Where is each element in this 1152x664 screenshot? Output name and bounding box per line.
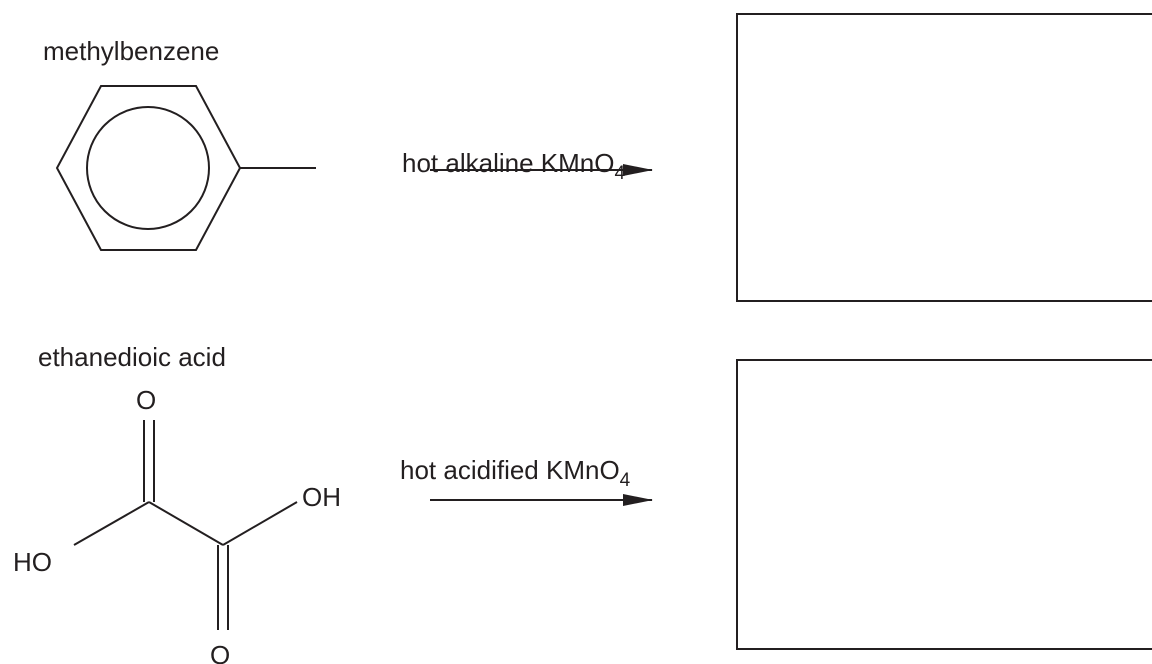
c-oh-bond-left bbox=[73, 501, 150, 546]
atom-label-oh: OH bbox=[302, 482, 341, 512]
benzene-ring bbox=[55, 85, 242, 251]
c-oh-bond-right bbox=[222, 501, 298, 546]
reactant-name-ethanedioic-acid: ethanedioic acid bbox=[38, 342, 226, 372]
reagent-2-text: hot acidified KMnO bbox=[400, 455, 620, 485]
reactant-name-methylbenzene: methylbenzene bbox=[43, 36, 220, 66]
reagent-1-text: hot alkaline KMnO bbox=[402, 148, 615, 178]
answer-box-2[interactable] bbox=[736, 359, 1152, 650]
aromatic-circle bbox=[86, 106, 210, 230]
reagent-label-1: hot alkaline KMnO4 bbox=[402, 148, 625, 183]
atom-label-o-top: O bbox=[136, 385, 156, 415]
reagent-1-subscript: 4 bbox=[614, 163, 626, 184]
ethanedioic-acid-structure bbox=[73, 420, 298, 630]
atom-label-ho: HO bbox=[13, 547, 52, 577]
answer-box-1[interactable] bbox=[736, 13, 1152, 302]
atom-label-o-bottom: O bbox=[210, 640, 230, 664]
methylbenzene-structure bbox=[55, 85, 316, 251]
reagent-label-2: hot acidified KMnO4 bbox=[400, 455, 630, 490]
reagent-2-subscript: 4 bbox=[619, 470, 631, 491]
cc-bond bbox=[148, 501, 224, 546]
